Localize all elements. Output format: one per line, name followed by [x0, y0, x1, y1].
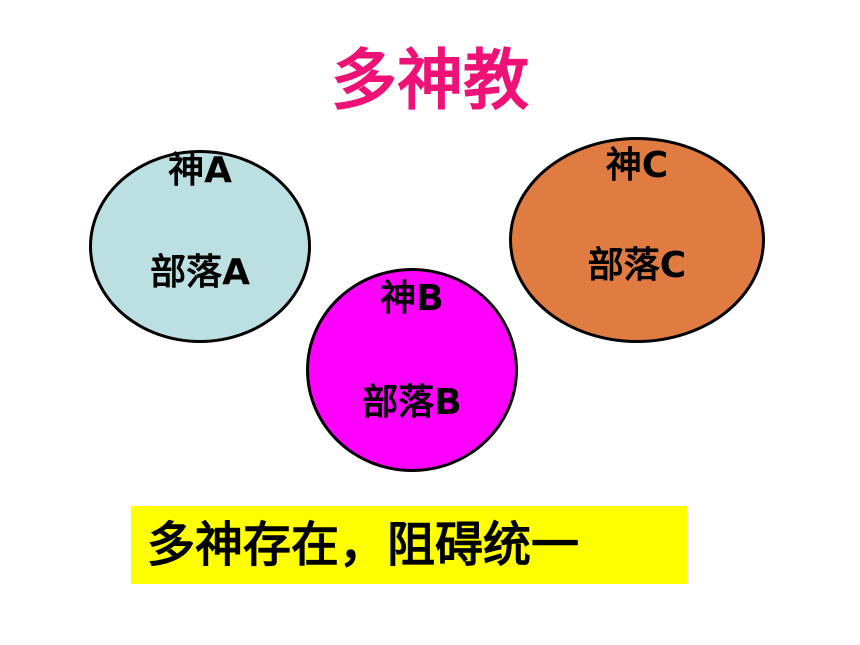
- god-c-label: 神C: [605, 145, 669, 186]
- god-a-label: 神A: [168, 150, 232, 191]
- tribe-c-label: 部落C: [587, 245, 687, 286]
- caption-banner: 多神存在，阻碍统一: [131, 506, 687, 584]
- tribe-a-circle: 神A 部落A: [89, 150, 311, 343]
- tribe-a-label: 部落A: [150, 252, 250, 293]
- god-b-label: 神B: [380, 278, 444, 319]
- tribe-b-label: 部落B: [362, 382, 462, 423]
- tribe-b-circle: 神B 部落B: [306, 268, 518, 472]
- tribe-c-circle: 神C 部落C: [509, 137, 765, 343]
- page-title: 多神教: [331, 42, 529, 119]
